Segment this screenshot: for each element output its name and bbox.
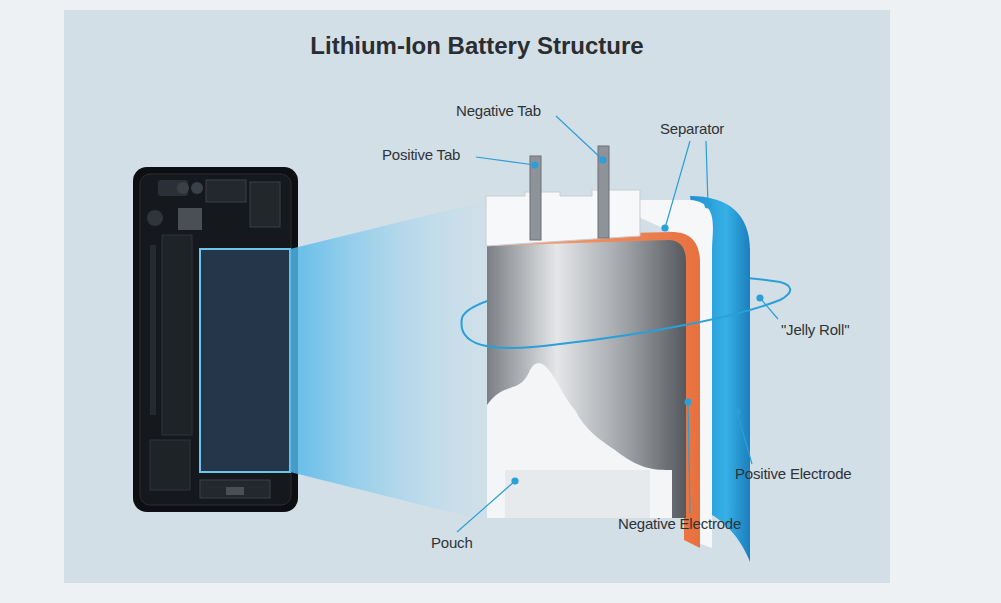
leader-lines <box>457 116 778 532</box>
pouch <box>487 240 686 518</box>
inner-layer <box>505 470 650 518</box>
part-label: Positive Tab <box>382 146 460 164</box>
positive-tab <box>530 156 541 240</box>
part-label: Negative Tab <box>456 102 541 120</box>
part-label: Positive Electrode <box>735 465 851 483</box>
panel <box>64 10 890 583</box>
part-label: "Jelly Roll" <box>781 321 849 339</box>
part-label: Negative Electrode <box>618 515 741 533</box>
diagram-title: Lithium-Ion Battery Structure <box>64 31 890 61</box>
top-seal <box>486 190 640 246</box>
projection <box>290 200 490 522</box>
part-label: Pouch <box>431 534 473 552</box>
pouch-cutaway <box>487 363 672 518</box>
phone <box>133 167 298 512</box>
jelly-roll-loop <box>461 282 790 348</box>
negative-tab <box>598 146 609 238</box>
part-label: Separator <box>660 120 724 138</box>
